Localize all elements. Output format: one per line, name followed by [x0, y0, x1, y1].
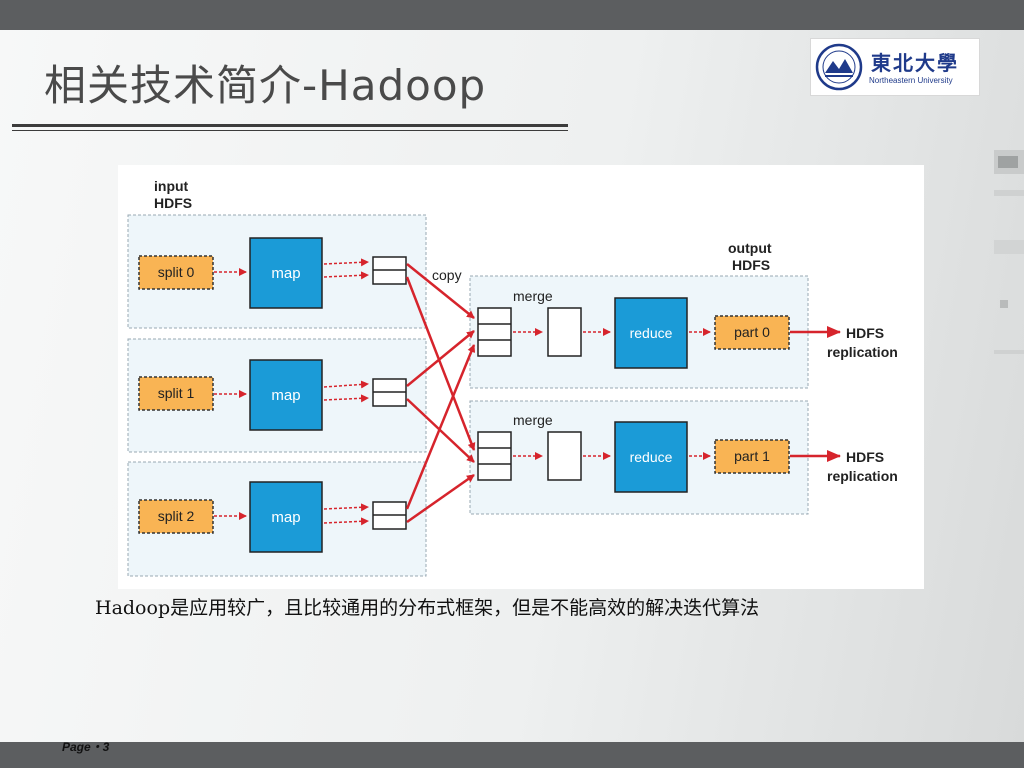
map-label-2: map	[271, 509, 300, 526]
copy-arrow-2-0	[405, 344, 476, 510]
page-number: Page・3	[62, 740, 110, 754]
merge-inputs-1	[477, 431, 512, 481]
copy-arrow-0-1	[405, 276, 476, 451]
reduce-label-1: reduce	[630, 449, 673, 465]
map-box-0	[249, 237, 323, 309]
split-label-2: split 2	[158, 508, 195, 524]
map-to-sort-arrow-0a	[323, 258, 369, 267]
copy-arrow-0-0	[406, 263, 475, 319]
map-to-sort-arrow-1b	[323, 394, 369, 403]
merge-label-0: merge	[513, 288, 553, 304]
merged-file-0	[547, 307, 582, 357]
copy-label: copy	[432, 267, 462, 283]
title-divider	[12, 124, 568, 127]
reduce-box-0	[614, 297, 688, 369]
university-emblem-icon	[815, 43, 863, 91]
input-label-2: HDFS	[154, 195, 192, 211]
reduce-box-1	[614, 421, 688, 493]
reduce-label-0: reduce	[630, 325, 673, 341]
map-to-sort-arrow-1a	[323, 380, 369, 389]
slide-caption: Hadoop是应用较广，且比较通用的分布式框架，但是不能高效的解决迭代算法	[95, 597, 760, 619]
split-label-0: split 0	[158, 264, 195, 280]
mapreduce-flow-svg: input HDFS output HDFS sort copy split 0…	[127, 178, 898, 577]
map-to-sort-arrow-2b	[323, 517, 369, 526]
split-box-1	[138, 376, 214, 411]
university-name-cn: 東北大學	[871, 51, 959, 75]
copy-arrow-1-1	[406, 398, 475, 463]
map-to-sort-arrow-2a	[323, 503, 369, 512]
replication-label-1b: replication	[827, 468, 898, 484]
output-label-1: output	[728, 240, 772, 256]
replication-label-0a: HDFS	[846, 325, 884, 341]
part-box-0	[714, 315, 790, 350]
copy-arrow-2-1	[406, 473, 475, 524]
replication-label-0b: replication	[827, 344, 898, 360]
mapreduce-diagram: input HDFS output HDFS sort copy split 0…	[118, 165, 924, 589]
title-divider-thin	[12, 130, 568, 131]
copy-arrow-1-0	[406, 330, 475, 387]
university-name-en: Northeastern University	[869, 76, 953, 85]
part-box-1	[714, 439, 790, 474]
split-box-2	[138, 499, 214, 534]
split-box-0	[138, 255, 214, 290]
bottom-bar	[0, 742, 1024, 768]
side-decoration	[994, 150, 1024, 354]
map-label-0: map	[271, 265, 300, 282]
merge-label-1: merge	[513, 412, 553, 428]
replication-label-1a: HDFS	[846, 449, 884, 465]
top-bar	[0, 0, 1024, 30]
merged-file-1	[547, 431, 582, 481]
map-to-sort-arrow-0b	[323, 271, 369, 280]
university-logo: 東北大學 Northeastern University	[810, 38, 980, 96]
slide-title: 相关技术简介-Hadoop	[44, 61, 487, 110]
input-label-1: input	[154, 178, 189, 194]
map-box-2	[249, 481, 323, 553]
part-label-1: part 1	[734, 448, 770, 464]
merge-inputs-0	[477, 307, 512, 357]
map-label-1: map	[271, 387, 300, 404]
output-label-2: HDFS	[732, 257, 770, 273]
part-label-0: part 0	[734, 324, 770, 340]
split-label-1: split 1	[158, 385, 195, 401]
map-box-1	[249, 359, 323, 431]
